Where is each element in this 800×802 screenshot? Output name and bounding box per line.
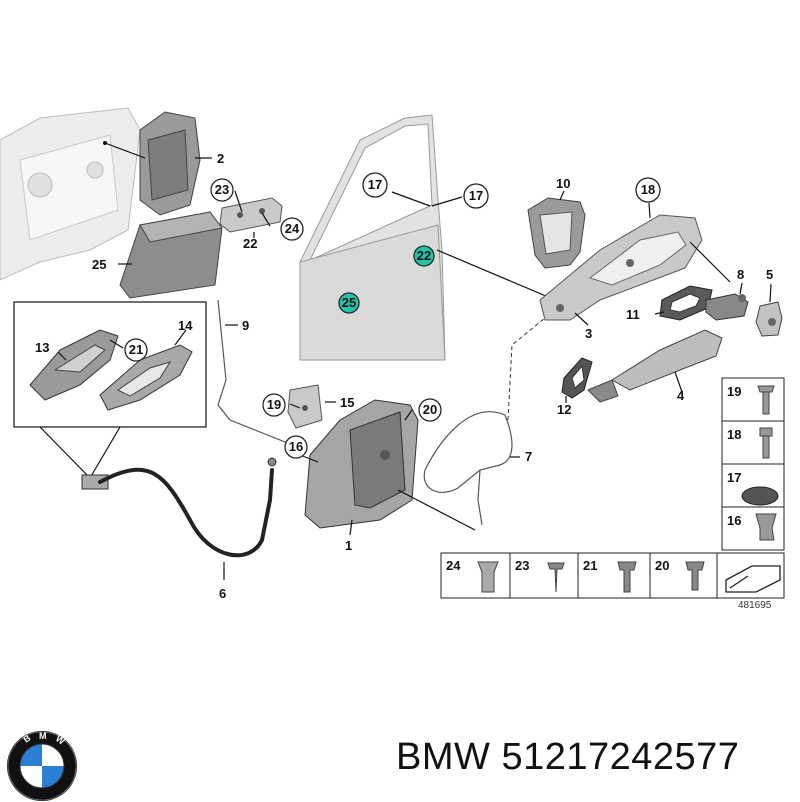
svg-text:18: 18 <box>727 427 741 442</box>
reference-number: 481695 <box>738 600 772 611</box>
inner-handle-inset <box>13 301 207 479</box>
svg-text:24: 24 <box>446 558 461 573</box>
svg-text:23: 23 <box>215 182 229 197</box>
cable-part <box>81 457 277 580</box>
svg-text:17: 17 <box>727 470 741 485</box>
door-panel <box>299 114 561 361</box>
svg-text:11: 11 <box>626 307 640 322</box>
svg-text:17: 17 <box>469 188 483 203</box>
svg-text:18: 18 <box>641 182 655 197</box>
svg-text:25: 25 <box>92 257 106 272</box>
svg-text:23: 23 <box>515 558 529 573</box>
callout-labels: 2 23 24 22 25 17 17 22 25 10 18 8 5 11 3… <box>35 151 773 601</box>
svg-text:24: 24 <box>285 221 300 236</box>
svg-text:12: 12 <box>557 402 571 417</box>
bracket-part <box>219 190 283 238</box>
svg-text:5: 5 <box>766 267 773 282</box>
svg-text:16: 16 <box>727 513 741 528</box>
brand-name: BMW <box>396 736 491 778</box>
bowden-cable-part <box>423 411 520 526</box>
callout-2: 2 <box>217 151 224 166</box>
latch-bracket-part <box>287 384 336 429</box>
svg-text:8: 8 <box>737 267 744 282</box>
fastener-legend-right: 19 18 17 16 <box>721 377 785 551</box>
svg-text:14: 14 <box>178 318 193 333</box>
bmw-logo: B M W <box>7 731 77 801</box>
door-interior-illustration <box>0 107 141 281</box>
fastener-legend-bottom: 24 23 21 20 481695 <box>440 552 785 611</box>
svg-text:22: 22 <box>243 236 257 251</box>
svg-text:9: 9 <box>242 318 249 333</box>
svg-text:4: 4 <box>677 388 685 403</box>
door-lock-housing-part <box>299 399 476 536</box>
svg-text:13: 13 <box>35 340 49 355</box>
svg-text:19: 19 <box>267 397 281 412</box>
svg-text:21: 21 <box>129 342 143 357</box>
svg-text:21: 21 <box>583 558 597 573</box>
door-lock-module-part <box>103 111 212 216</box>
handle-carrier-part <box>539 202 731 326</box>
svg-text:B: B <box>21 732 32 744</box>
svg-text:3: 3 <box>585 326 592 341</box>
svg-text:1: 1 <box>345 538 352 553</box>
cylinder-cap-part <box>755 283 783 337</box>
svg-text:16: 16 <box>289 439 303 454</box>
gasket-part <box>654 285 713 321</box>
svg-text:20: 20 <box>655 558 669 573</box>
exterior-handle-part <box>587 329 723 403</box>
dashed-leader <box>507 317 546 421</box>
lock-cylinder-part <box>705 282 749 321</box>
svg-text:19: 19 <box>727 384 741 399</box>
svg-text:7: 7 <box>525 449 532 464</box>
svg-text:10: 10 <box>556 176 570 191</box>
trim-block-part <box>118 211 223 299</box>
svg-text:22: 22 <box>417 248 431 263</box>
svg-text:M: M <box>39 731 47 741</box>
rod-part <box>217 299 301 449</box>
svg-text:25: 25 <box>342 295 356 310</box>
svg-text:15: 15 <box>340 395 354 410</box>
svg-text:17: 17 <box>368 177 382 192</box>
svg-text:20: 20 <box>423 402 437 417</box>
svg-text:6: 6 <box>219 586 226 601</box>
small-cover-part <box>561 357 593 403</box>
handle-bracket-part <box>527 190 586 269</box>
part-number-caption: BMW 51217242577 <box>396 736 739 779</box>
part-number: 51217242577 <box>501 736 740 778</box>
